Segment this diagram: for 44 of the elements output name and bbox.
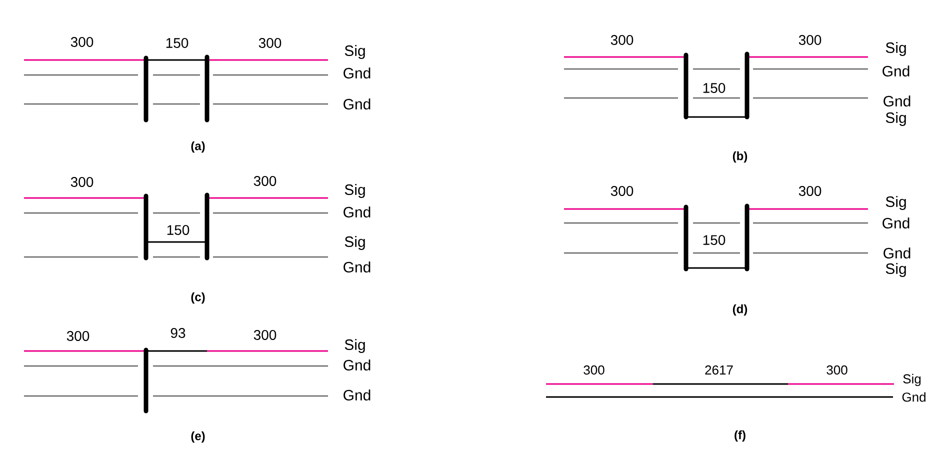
panel-label: (b)	[732, 151, 748, 163]
net-label: Sig	[886, 112, 906, 126]
dimension-label: 150	[703, 83, 726, 93]
net-label: Gnd	[344, 68, 370, 78]
panel-label: (e)	[191, 431, 205, 443]
dimension-label: 300	[70, 177, 94, 187]
net-label: Gnd	[902, 392, 926, 402]
dimension-label: 150	[703, 235, 726, 245]
panel-label: (d)	[732, 304, 748, 316]
dimension-label: 300	[798, 35, 822, 45]
dimension-label: 300	[798, 186, 822, 196]
dimension-label: 93	[170, 328, 186, 338]
dimension-label: 300	[66, 331, 90, 341]
dimension-label: 150	[166, 38, 188, 48]
net-label: Gnd	[884, 96, 910, 106]
dimension-label: 300	[610, 35, 634, 45]
net-label: Gnd	[884, 248, 910, 258]
dimension-label: 300	[258, 38, 282, 48]
dimension-label: 150	[167, 225, 190, 235]
dimension-label: 300	[254, 330, 276, 340]
net-label: Gnd	[882, 66, 910, 76]
net-label: Gnd	[344, 262, 370, 272]
dimension-label: 300	[70, 37, 94, 47]
net-label: Gnd	[882, 218, 910, 228]
net-label: Sig	[886, 263, 906, 277]
dimension-label: 300	[254, 176, 276, 186]
net-label: Sig	[344, 339, 365, 353]
panel-label: (a)	[191, 141, 205, 153]
net-label: Gnd	[344, 98, 370, 110]
net-label: Sig	[903, 374, 921, 386]
dimension-label: 300	[584, 365, 604, 375]
net-label: Sig	[886, 196, 906, 210]
net-label: Sig	[344, 45, 365, 59]
net-label: Sig	[344, 184, 365, 198]
dimension-label: 300	[826, 365, 848, 375]
net-label: Sig	[344, 236, 365, 250]
net-label: Gnd	[344, 360, 370, 370]
net-label: Gnd	[344, 390, 370, 400]
net-label: Sig	[886, 42, 906, 56]
panel-label: (c)	[191, 292, 205, 304]
panel-label: (f)	[734, 430, 746, 442]
dimension-label: 2617	[705, 365, 733, 375]
net-label: Gnd	[344, 206, 370, 218]
dimension-label: 300	[610, 186, 634, 196]
